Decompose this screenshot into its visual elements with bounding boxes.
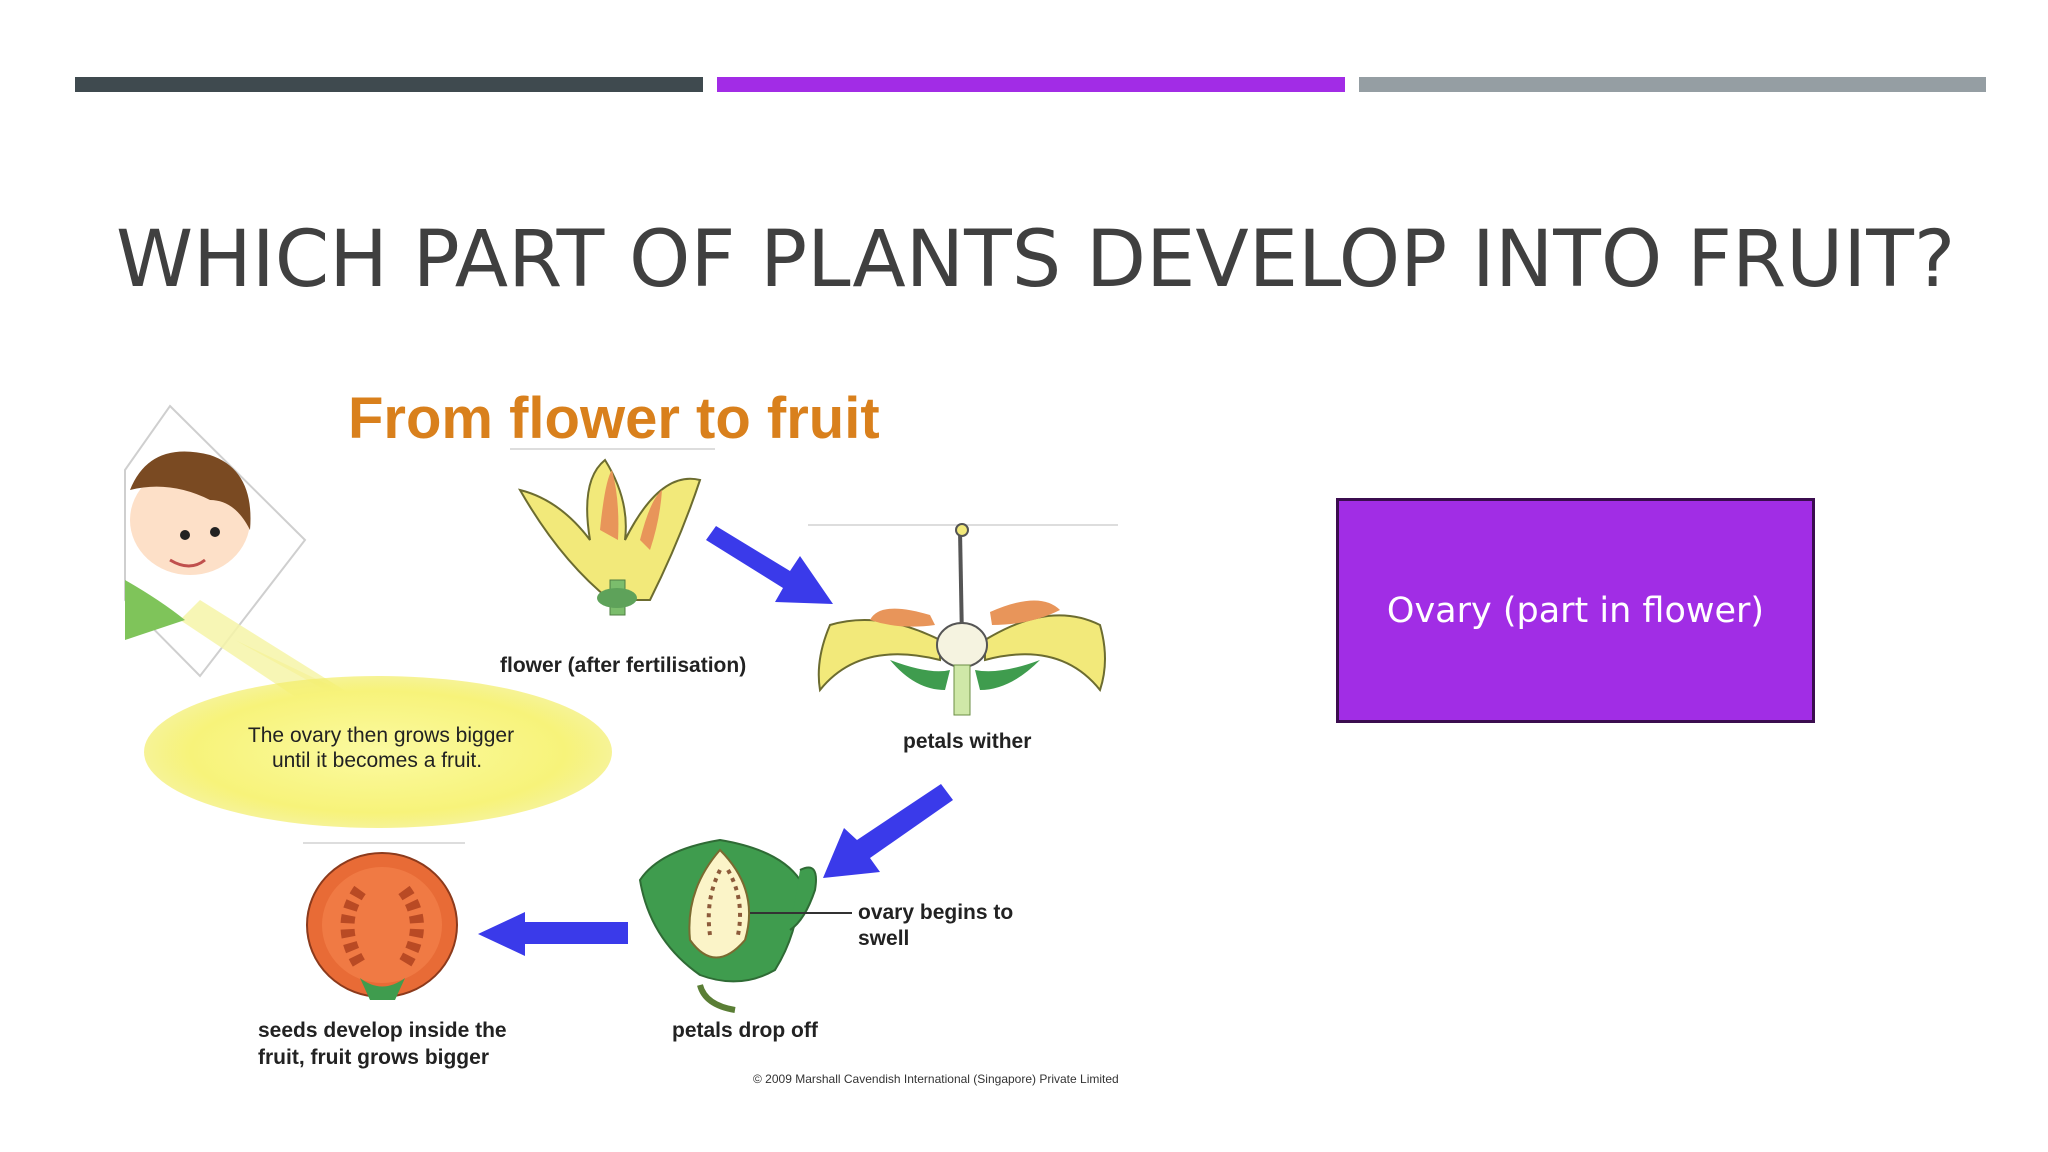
label-petals-drop: petals drop off bbox=[672, 1019, 819, 1042]
slide-title: WHICH PART OF PLANTS DEVELOP INTO FRUIT? bbox=[116, 215, 1956, 305]
copyright-text: © 2009 Marshall Cavendish International … bbox=[753, 1072, 1119, 1086]
flower-fertilised-illustration bbox=[517, 458, 702, 616]
accent-bar-gray bbox=[1359, 77, 1986, 92]
accent-bar-purple bbox=[717, 77, 1345, 92]
diagram-heading: From flower to fruit bbox=[348, 386, 880, 451]
bubble-text-line-2: until it becomes a fruit. bbox=[272, 749, 482, 772]
label-seeds-line-2: fruit, fruit grows bigger bbox=[258, 1046, 489, 1069]
ovary-swell-illustration bbox=[638, 838, 817, 1013]
petals-wither-illustration bbox=[817, 523, 1106, 716]
arrow-3 bbox=[478, 912, 628, 956]
arrow-2 bbox=[823, 784, 953, 878]
label-seeds-line-1: seeds develop inside the bbox=[258, 1019, 507, 1042]
accent-bar-dark bbox=[75, 77, 703, 92]
speech-bubble bbox=[144, 640, 612, 828]
label-petals-wither: petals wither bbox=[903, 730, 1031, 753]
fruit-illustration bbox=[306, 852, 458, 1000]
answer-callout-text: Ovary (part in flower) bbox=[1386, 590, 1765, 631]
bubble-text-line-1: The ovary then grows bigger bbox=[248, 724, 514, 747]
arrow-1 bbox=[706, 526, 833, 604]
answer-callout: Ovary (part in flower) bbox=[1336, 498, 1815, 723]
label-flower: flower (after fertilisation) bbox=[500, 654, 746, 677]
boy-illustration bbox=[124, 404, 360, 720]
label-ovary-line-2: swell bbox=[858, 927, 909, 950]
label-ovary-line-1: ovary begins to bbox=[858, 901, 1013, 924]
